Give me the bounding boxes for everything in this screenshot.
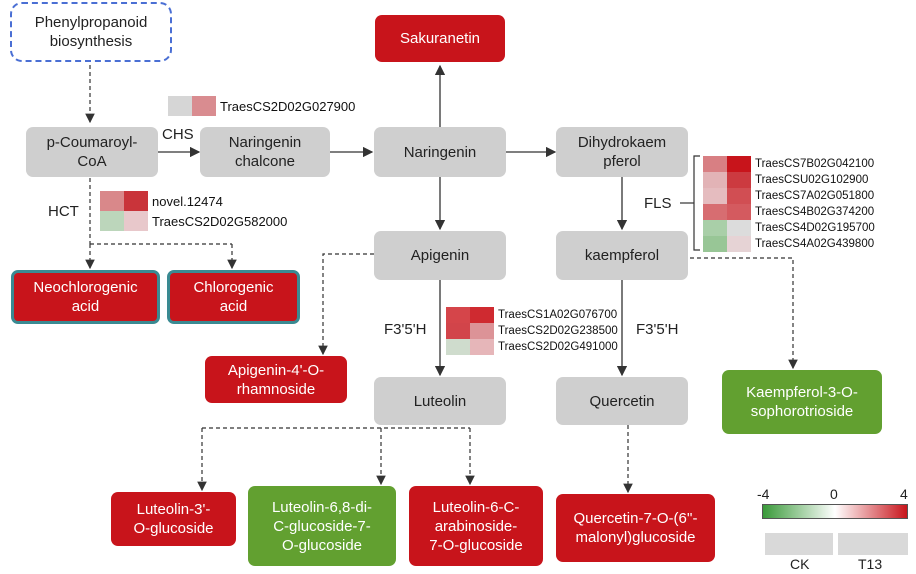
node-naringenin: Naringenin bbox=[374, 127, 506, 177]
gene-label: TraesCSU02G102900 bbox=[755, 174, 869, 186]
enzyme-f3h-left: F3'5'H bbox=[384, 321, 427, 338]
heatmap-row: TraesCS2D02G027900 bbox=[168, 96, 355, 116]
heatmap-cell-t13 bbox=[727, 220, 751, 236]
heatmap-row: TraesCS2D02G582000 bbox=[100, 211, 287, 231]
node-kaempferol: kaempferol bbox=[556, 231, 688, 280]
gene-label: TraesCS2D02G027900 bbox=[220, 98, 356, 114]
node-luteolin-68-di-c-glucoside: Luteolin-6,8-di- C-glucoside-7- O-glucos… bbox=[248, 486, 396, 566]
heatmap-row: TraesCS1A02G076700 bbox=[446, 307, 618, 323]
node-luteolin-6-c-arabinoside: Luteolin-6-C- arabinoside- 7-O-glucoside bbox=[409, 486, 543, 566]
heatmap-cell-t13 bbox=[470, 323, 494, 339]
heatmap-cell-ck bbox=[100, 191, 124, 211]
heatmap-cell-t13 bbox=[192, 96, 216, 116]
heatmap-cell-t13 bbox=[727, 236, 751, 252]
legend-max: 4 bbox=[900, 486, 908, 502]
heatmap-cell-ck bbox=[703, 156, 727, 172]
fls-bracket bbox=[693, 155, 700, 251]
heatmap-cell-ck bbox=[100, 211, 124, 231]
heatmap-row: TraesCS4A02G439800 bbox=[703, 236, 875, 252]
heatmap-row: TraesCSU02G102900 bbox=[703, 172, 875, 188]
heatmap-cell-ck bbox=[703, 172, 727, 188]
heatmap-cell-t13 bbox=[727, 188, 751, 204]
arrow-kaempferol-sophorotrioside bbox=[690, 257, 798, 370]
node-luteolin-3-o-glucoside: Luteolin-3'- O-glucoside bbox=[111, 492, 236, 546]
legend-ck-cell bbox=[765, 533, 833, 555]
node-naringenin-chalcone: Naringenin chalcone bbox=[200, 127, 330, 177]
heatmap-cell-t13 bbox=[727, 172, 751, 188]
heatmap-cell-ck bbox=[168, 96, 192, 116]
heatmap-cell-ck bbox=[446, 339, 470, 355]
gene-label: TraesCS2D02G238500 bbox=[498, 325, 618, 337]
node-quercetin: Quercetin bbox=[556, 377, 688, 425]
heatmap-cell-ck bbox=[446, 307, 470, 323]
node-apigenin-rhamnoside: Apigenin-4'-O- rhamnoside bbox=[205, 356, 347, 403]
heatmap-chs: TraesCS2D02G027900 bbox=[168, 96, 355, 116]
heatmap-row: TraesCS2D02G238500 bbox=[446, 323, 618, 339]
heatmap-cell-t13 bbox=[727, 204, 751, 220]
heatmap-row: TraesCS7A02G051800 bbox=[703, 188, 875, 204]
heatmap-row: TraesCS4D02G195700 bbox=[703, 220, 875, 236]
node-p-coumaroyl-coa: p-Coumaroyl- CoA bbox=[26, 127, 158, 177]
gene-label: TraesCS2D02G582000 bbox=[152, 213, 288, 229]
gene-label: TraesCS7A02G051800 bbox=[755, 190, 875, 202]
arrow-apigenin-rhamnoside bbox=[318, 253, 374, 356]
legend-min: -4 bbox=[757, 486, 770, 502]
enzyme-chs: CHS bbox=[162, 126, 194, 143]
heatmap-cell-t13 bbox=[727, 156, 751, 172]
legend-ck-label: CK bbox=[790, 556, 810, 572]
node-phenylpropanoid-biosynthesis: Phenylpropanoid biosynthesis bbox=[10, 2, 172, 62]
heatmap-cell-t13 bbox=[470, 339, 494, 355]
enzyme-hct: HCT bbox=[48, 203, 79, 220]
gene-label: TraesCS1A02G076700 bbox=[498, 309, 618, 321]
node-neochlorogenic-acid: Neochlorogenic acid bbox=[11, 270, 160, 324]
gene-label: TraesCS4B02G374200 bbox=[755, 206, 875, 218]
node-sakuranetin: Sakuranetin bbox=[375, 15, 505, 62]
legend-t13-label: T13 bbox=[858, 556, 883, 572]
gene-label: TraesCS4D02G195700 bbox=[755, 222, 875, 234]
heatmap-cell-t13 bbox=[470, 307, 494, 323]
gene-label: novel.12474 bbox=[152, 193, 223, 209]
heatmap-cell-t13 bbox=[124, 211, 148, 231]
enzyme-fls: FLS bbox=[644, 195, 672, 212]
node-kaempferol-sophorotrioside: Kaempferol-3-O- sophorotrioside bbox=[722, 370, 882, 434]
node-quercetin-7-o-glucoside: Quercetin-7-O-(6''- malonyl)glucoside bbox=[556, 494, 715, 562]
heatmap-row: TraesCS2D02G491000 bbox=[446, 339, 618, 355]
legend-t13-cell bbox=[838, 533, 908, 555]
heatmap-row: novel.12474 bbox=[100, 191, 287, 211]
heatmap-row: TraesCS4B02G374200 bbox=[703, 204, 875, 220]
gene-label: TraesCS4A02G439800 bbox=[755, 238, 875, 250]
gene-label: TraesCS7B02G042100 bbox=[755, 158, 875, 170]
legend-mid: 0 bbox=[830, 486, 838, 502]
heatmap-cell-t13 bbox=[124, 191, 148, 211]
heatmap-row: TraesCS7B02G042100 bbox=[703, 156, 875, 172]
enzyme-f3h-right: F3'5'H bbox=[636, 321, 679, 338]
node-luteolin: Luteolin bbox=[374, 377, 506, 425]
node-chlorogenic-acid: Chlorogenic acid bbox=[167, 270, 300, 324]
heatmap-cell-ck bbox=[703, 204, 727, 220]
heatmap-cell-ck bbox=[446, 323, 470, 339]
heatmap-cell-ck bbox=[703, 220, 727, 236]
gene-label: TraesCS2D02G491000 bbox=[498, 341, 618, 353]
node-dihydrokaempferol: Dihydrokaem pferol bbox=[556, 127, 688, 177]
heatmap-cell-ck bbox=[703, 236, 727, 252]
legend-color-scale bbox=[762, 504, 908, 519]
heatmap-cell-ck bbox=[703, 188, 727, 204]
node-apigenin: Apigenin bbox=[374, 231, 506, 280]
